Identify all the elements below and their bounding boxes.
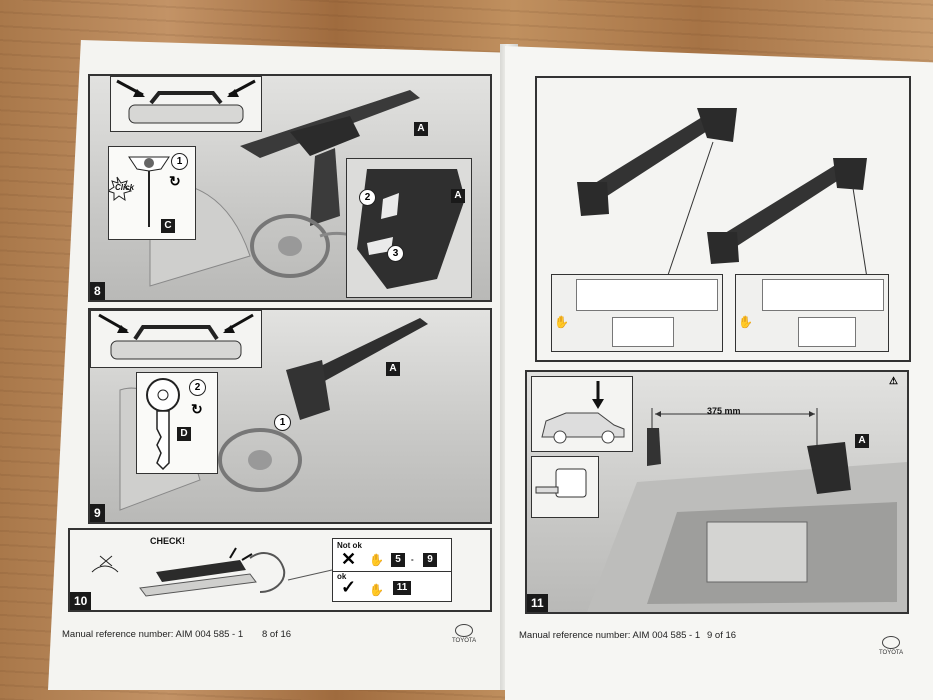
step-number-9: 9	[90, 504, 105, 522]
step-8-circle-3: 3	[387, 245, 404, 262]
roofbar-inset	[110, 76, 262, 132]
label-a-inset: A	[451, 189, 465, 203]
range-separator: -	[411, 555, 414, 564]
cross-icon: ✕	[341, 549, 357, 569]
roofbar-profile-icon-2	[98, 313, 254, 360]
tape-measure-inset	[531, 456, 599, 518]
label-a: A	[414, 122, 428, 136]
load-limit-label	[576, 279, 718, 311]
rotate-arrow-icon-2: ↻	[191, 401, 203, 417]
label-a-step9: A	[386, 362, 400, 376]
manual-page-right: ✋ ✋	[505, 46, 933, 700]
check-result-table: Not ok ✕ 5 - 9 ok ✓ 11 ✋ ✋	[332, 538, 452, 602]
logo-text-right: TOYOTA	[879, 650, 904, 656]
car-silhouette-box	[612, 317, 674, 347]
toyota-logo-right: TOYOTA	[879, 636, 903, 656]
weight-info-inset-left: ✋	[551, 274, 723, 352]
clamp-detail-illustration	[357, 169, 465, 289]
toyota-logo-left: TOYOTA	[452, 624, 476, 644]
step-11-illustration	[587, 408, 907, 612]
hand-check-icon-2: ✋	[738, 315, 753, 329]
rotate-arrow-icon: ↻	[169, 173, 181, 189]
logo-text-left: TOYOTA	[452, 638, 477, 644]
step-8-circle-2: 2	[359, 189, 376, 206]
toyota-emblem-icon-right	[882, 636, 901, 649]
click-callout: Click	[115, 183, 135, 192]
step-10-illustration	[91, 547, 333, 597]
measurement-label: 375 mm	[707, 406, 741, 416]
lock-key-icon	[146, 378, 180, 471]
step-8-circle-1: 1	[171, 153, 188, 170]
tape-measure-icon	[535, 468, 587, 498]
step-9-circle-1: 1	[274, 414, 291, 431]
car-silhouette-box-2	[798, 317, 856, 347]
footer-page-left: 8 of 16	[262, 629, 292, 640]
rack-overview-illustration	[577, 108, 868, 279]
footer-page-right: 9 of 16	[707, 630, 737, 641]
step-number-10: 10	[70, 592, 92, 610]
step-10-panel: CHECK! Not ok ✕ 5 - 9 ok ✓ 11 ✋ ✋ 10	[68, 528, 492, 612]
hand-icon-2: ✋	[369, 583, 384, 597]
roofbar-inset-2	[90, 310, 262, 368]
key-inset: Click 1 ↻ C	[108, 146, 196, 240]
step-9-panel: 2 ↻ D 1 A 9	[88, 308, 492, 524]
car-side-icon	[541, 381, 625, 444]
check-label: CHECK!	[150, 536, 185, 546]
torque-key-icon	[109, 156, 170, 227]
step-number-8: 8	[90, 282, 105, 300]
go-to-step-9: 9	[423, 553, 437, 567]
go-to-step-11: 11	[393, 581, 411, 595]
ok-label: ok	[337, 572, 347, 581]
footer-reference-right: Manual reference number: AIM 004 585 - 1	[519, 630, 701, 641]
caution-triangle-icon: ⚠	[889, 376, 898, 387]
go-to-step-5: 5	[391, 553, 405, 567]
step-11-panel: 375 mm A 11	[525, 370, 909, 614]
car-side-inset	[531, 376, 633, 452]
not-ok-label: Not ok	[337, 541, 362, 550]
toyota-emblem-icon	[455, 624, 474, 637]
weight-info-inset-right: ✋	[735, 274, 889, 352]
hand-check-icon: ✋	[554, 315, 569, 329]
step-9-circle-2: 2	[189, 379, 206, 396]
load-limit-label-2	[762, 279, 884, 311]
label-d: D	[177, 427, 191, 441]
checkmark-icon: ✓	[341, 577, 357, 597]
hand-icon: ✋	[369, 553, 384, 567]
step-number-11: 11	[527, 594, 548, 612]
label-c: C	[161, 219, 175, 233]
roofbar-profile-icon	[116, 79, 256, 124]
label-a-step11: A	[855, 434, 869, 448]
key-inset-2: 2 ↻ D	[136, 372, 218, 474]
clamp-detail-inset: 2 3 A	[346, 158, 472, 298]
step-8-panel: Click 1 ↻ C 2 3 A A 8	[88, 74, 492, 302]
footer-reference-left: Manual reference number: AIM 004 585 - 1	[62, 629, 244, 640]
rack-overview-panel: ✋ ✋	[535, 76, 911, 362]
manual-page-left: Click 1 ↻ C 2 3 A A 8	[48, 40, 518, 690]
